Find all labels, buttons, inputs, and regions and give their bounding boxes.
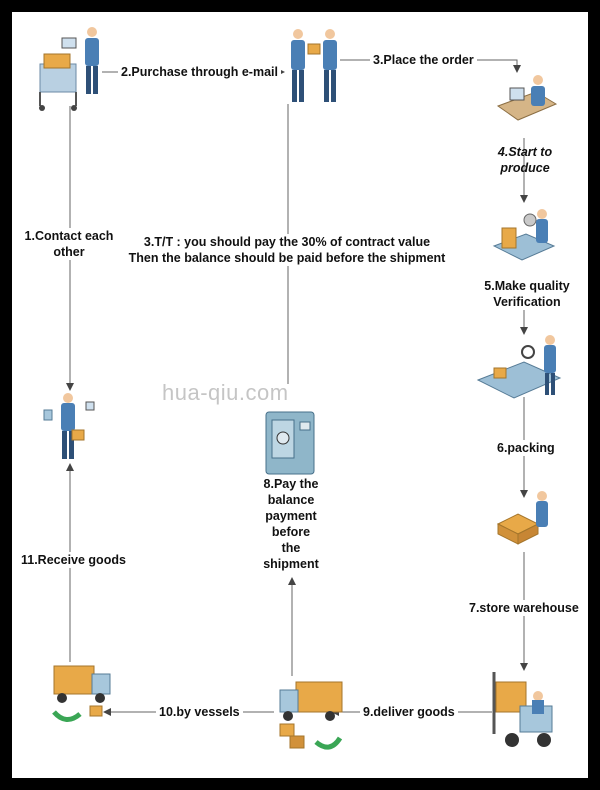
step-quality-line2: Verification — [478, 294, 576, 310]
step-pay-line5: the — [248, 540, 334, 556]
step-pay-line4: before — [248, 524, 334, 540]
step-pay-line3: payment — [248, 508, 334, 524]
step-deliver-goods: 9.deliver goods — [360, 704, 458, 720]
step-pay-line1: 8.Pay the — [248, 476, 334, 492]
step-start-produce: 4.Start to produce — [482, 144, 568, 176]
desk-worker-icon — [496, 75, 558, 121]
step-contact-each-other: 1.Contact each other — [16, 228, 122, 260]
step-by-vessels: 10.by vessels — [156, 704, 243, 720]
production-machine-icon — [492, 209, 556, 261]
forklift-icon — [492, 672, 553, 747]
step-receive-goods: 11.Receive goods — [18, 552, 129, 568]
step-purchase-email: 2.Purchase through e-mail — [118, 64, 281, 80]
watermark-text: hua-qiu.com — [162, 380, 289, 405]
step-store-warehouse: 7.store warehouse — [466, 600, 582, 616]
tt-payment-note: 3.T/T : you should pay the 30% of contra… — [112, 234, 462, 266]
step-contact-line2: other — [16, 244, 122, 260]
tt-note-line2: Then the balance should be paid before t… — [125, 250, 449, 266]
two-people-icon — [291, 29, 337, 102]
step-pay-line6: shipment — [248, 556, 334, 572]
step-quality-line1: 5.Make quality — [478, 278, 576, 294]
flow-diagram: 2.Purchase through e-mail 3.Place the or… — [12, 12, 588, 778]
step-quality-verification: 5.Make quality Verification — [478, 278, 576, 310]
receiver-person-icon — [43, 393, 95, 459]
delivery-truck-icon — [279, 681, 343, 750]
receiving-truck-icon — [52, 665, 111, 722]
step-start-produce-line2: produce — [500, 161, 550, 175]
safe-icon — [265, 411, 315, 475]
step-contact-line1: 1.Contact each — [16, 228, 122, 244]
packing-icon — [496, 491, 548, 545]
tt-note-line1: 3.T/T : you should pay the 30% of contra… — [140, 234, 434, 250]
step-place-order: 3.Place the order — [370, 52, 477, 68]
office-worker-cart-icon — [39, 27, 99, 111]
step-packing: 6.packing — [494, 440, 558, 456]
step-pay-balance: 8.Pay the balance payment before the shi… — [248, 476, 334, 572]
step-start-produce-line1: 4.Start to — [497, 145, 553, 159]
quality-check-icon — [476, 335, 562, 399]
step-pay-line2: balance — [248, 492, 334, 508]
